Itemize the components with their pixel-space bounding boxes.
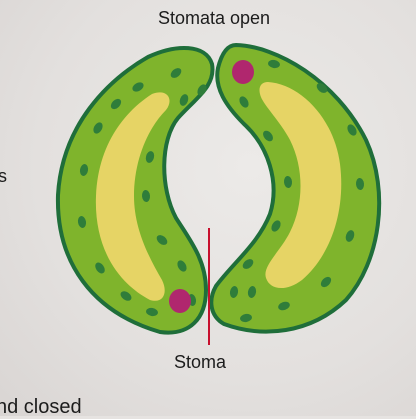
right-guard-cell-body xyxy=(209,42,382,334)
chloroplast xyxy=(283,176,293,188)
chloroplast xyxy=(145,151,155,163)
chloroplast xyxy=(146,307,158,317)
chloroplast xyxy=(268,59,280,69)
chloroplast xyxy=(95,262,105,274)
chloroplast xyxy=(347,124,357,136)
bottom-edge-text: nd closed xyxy=(0,396,82,418)
chloroplast xyxy=(229,286,239,298)
chloroplast xyxy=(239,96,249,108)
stoma-label: Stoma xyxy=(174,352,227,372)
chloroplast xyxy=(177,260,187,272)
chloroplast xyxy=(93,122,103,134)
chloroplast xyxy=(278,301,290,311)
chloroplast xyxy=(320,276,332,288)
left-nucleus xyxy=(169,289,191,313)
right-vacuole xyxy=(259,82,342,289)
chloroplast xyxy=(141,190,151,202)
chloroplast xyxy=(77,216,87,228)
chloroplast xyxy=(156,235,168,245)
chloroplast xyxy=(170,68,182,78)
right-nucleus xyxy=(232,60,254,84)
chloroplast xyxy=(197,84,207,96)
chloroplast xyxy=(110,98,122,110)
chloroplast xyxy=(132,82,144,92)
left-guard-cell-body xyxy=(55,46,215,335)
chloroplast xyxy=(271,220,281,232)
left-edge-text: s xyxy=(0,166,7,186)
left-guard-cell xyxy=(55,46,215,335)
chloroplast xyxy=(240,313,252,323)
chloroplast xyxy=(345,230,355,242)
chloroplast xyxy=(120,291,132,301)
chloroplast xyxy=(355,178,365,190)
left-chloroplasts xyxy=(77,68,207,317)
chloroplast xyxy=(79,164,89,176)
right-guard-cell xyxy=(209,42,382,334)
diagram-title: Stomata open xyxy=(157,8,271,28)
chloroplast xyxy=(247,286,257,298)
chloroplast xyxy=(179,94,189,106)
chloroplast xyxy=(263,130,273,142)
chloroplast xyxy=(316,83,328,93)
chloroplast xyxy=(242,259,254,269)
right-chloroplasts xyxy=(229,59,365,323)
left-vacuole xyxy=(95,92,170,301)
